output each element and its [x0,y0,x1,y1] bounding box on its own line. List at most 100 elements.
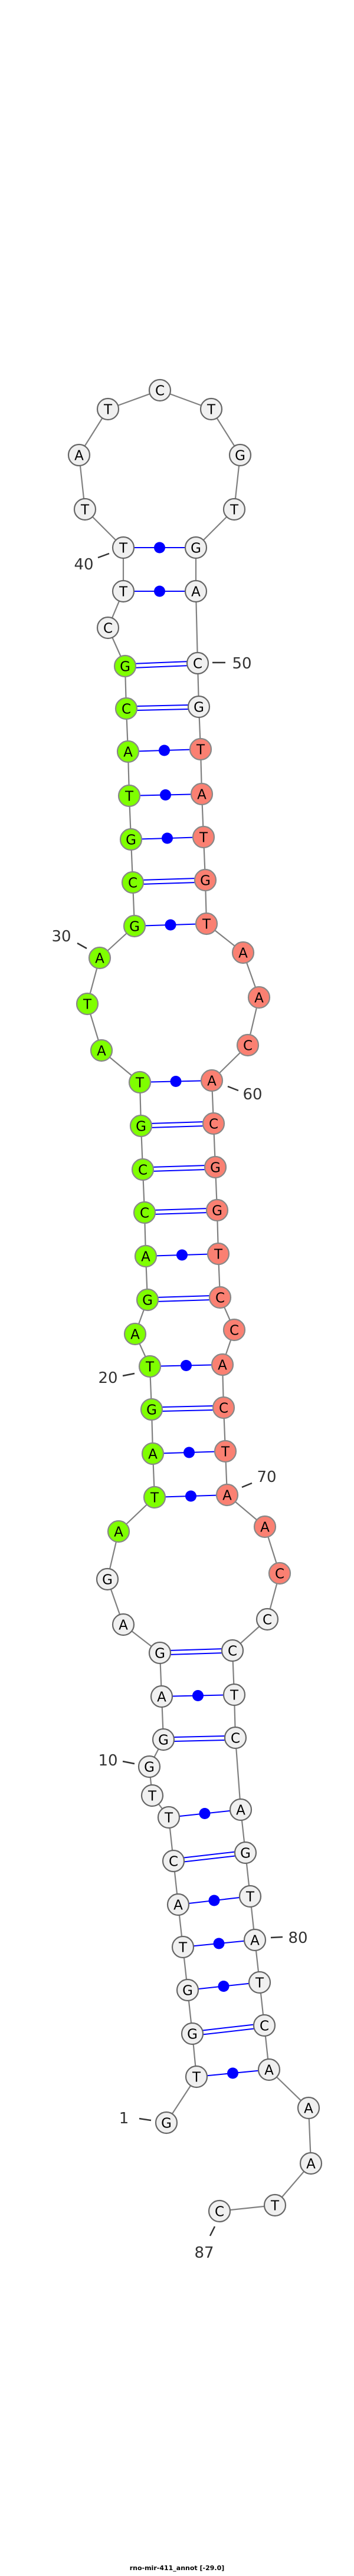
label-tick [139,2117,152,2122]
nucleotide-circle [148,378,172,402]
nucleotide-letter: G [161,2116,172,2132]
nucleotide-letter: G [235,449,245,464]
nucleotide-52: T [189,737,212,761]
nucleotide-circle [90,1039,113,1062]
nucleotide-circle [253,1515,277,1539]
nucleotide-letter: T [196,743,205,758]
nucleotide-letter: T [230,1688,239,1704]
nucleotide-42: A [67,443,91,467]
base-pair-24-63 [155,1208,207,1215]
nucleotide-letter: C [228,1644,237,1659]
base-pair-19-68 [162,1405,214,1412]
nucleotide-43: T [96,397,120,421]
bond-dot [185,1490,196,1502]
nucleotide-48: G [184,536,208,559]
nucleotide-letter: T [80,503,90,518]
nucleotide-38: C [96,616,120,640]
label-tick [241,1482,253,1488]
nucleotide-letter: T [150,1491,159,1506]
nucleotide-84: A [297,2096,320,2120]
nucleotide-31: G [123,914,146,938]
nucleotide-circle [148,1641,172,1665]
nucleotide-63: G [205,1198,229,1222]
nucleotide-letter: A [95,951,104,967]
bond-dot [162,832,173,844]
nucleotide-letter: C [219,1401,228,1417]
nucleotide-69: T [214,1439,237,1463]
nucleotide-letter: A [119,1618,128,1633]
position-label: 40 [74,556,93,574]
nucleotide-circle [155,2111,178,2134]
nucleotide-36: C [114,697,138,720]
nucleotide-circle [123,1322,147,1346]
nucleotide-letter: T [245,1890,255,1905]
nucleotide-circle [211,1353,234,1376]
nucleotide-circle [166,1893,190,1916]
nucleotide-circle [112,536,135,559]
nucleotide-29: T [76,992,99,1016]
bond-dot [208,1895,220,1906]
nucleotide-73: C [255,1607,279,1631]
nucleotide-circle [96,616,120,640]
nucleotide-letter: T [221,1445,230,1460]
nucleotide-circle [297,2096,320,2120]
nucleotide-letter: T [230,503,239,518]
nucleotide-letter: G [126,833,136,848]
nucleotide-letter: G [146,1403,157,1418]
nucleotide-20: T [138,1355,162,1378]
nucleotide-circle [123,914,146,938]
nucleotide-60: A [200,1069,224,1092]
nucleotide-87: C [208,2199,231,2223]
bond-dot [218,1981,230,1992]
base-pair-6-79 [188,1895,240,1906]
base-pair-3-82 [202,2024,254,2035]
nucleotide-letter: C [231,1731,240,1747]
nucleotide-72: C [268,1562,291,1585]
nucleotide-circle [114,697,138,720]
nucleotide-letter: A [218,1358,227,1373]
gc-bond-line [202,2024,254,2031]
nucleotide-40: T [112,536,135,559]
bond-dot [154,585,165,597]
nucleotide-circle [141,1442,165,1465]
nucleotide-letter: G [212,1204,222,1219]
nucleotide-30: A [88,946,112,970]
label-tick [97,552,110,559]
gc-bond-line [171,1652,222,1655]
nucleotide-letter: T [148,1789,157,1804]
nucleotide-circle [189,737,212,761]
base-pairs [134,542,259,2079]
nucleotide-circle [112,1613,135,1636]
bond-dot [213,1938,225,1949]
gc-bond-line [152,1125,204,1128]
nucleotide-24: C [133,1201,156,1224]
nucleotide-letter: C [209,1117,218,1132]
nucleotide-39: T [112,579,135,603]
nucleotide-55: G [194,868,217,892]
base-pair-37-50 [135,661,188,668]
nucleotide-circle [181,2022,204,2045]
nucleotide-circle [202,1112,225,1135]
nucleotide-letter: A [222,1488,232,1504]
nucleotide-circle [176,1978,199,2002]
bond-dot [181,1360,192,1371]
nucleotide-circle [204,1155,227,1179]
nucleotide-letter: A [130,1327,140,1343]
nucleotide-letter: G [187,2027,198,2043]
base-pair-31-56 [145,919,196,931]
nucleotide-letter: T [178,1941,188,1956]
nucleotide-circle [268,1562,291,1585]
nucleotide-letter: G [102,1573,113,1588]
nucleotide-57: A [231,941,255,964]
gc-bond-line [143,882,195,885]
nucleotide-circle [107,1520,130,1543]
nucleotide-82: C [253,2014,276,2037]
nucleotide-letter: T [83,997,92,1013]
nucleotide-33: G [119,828,143,851]
nucleotide-circle [190,782,214,806]
bond-dot [154,542,165,554]
nucleotide-circle [215,1483,239,1507]
label-tick [227,1085,239,1092]
nucleotide-17: T [143,1485,166,1509]
